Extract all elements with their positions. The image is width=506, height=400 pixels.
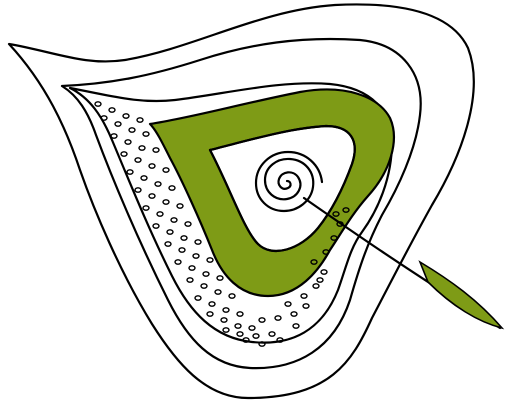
texture-dot [137,118,143,122]
texture-dot [217,276,223,280]
texture-dot [207,258,213,262]
texture-dot [143,206,149,210]
texture-dot [221,318,227,322]
texture-dot [163,200,169,204]
texture-dot [153,148,159,152]
texture-dot [143,132,149,136]
texture-dot [317,278,323,282]
texture-dot [167,230,173,234]
texture-dot [149,164,155,168]
texture-dot [259,342,265,346]
texture-dot [275,316,281,320]
texture-dot [229,294,235,298]
texture-dot [259,318,265,322]
green-sliver [420,262,502,328]
texture-dot [321,270,327,274]
texture-dot [285,302,291,306]
texture-dot [181,236,187,240]
texture-dot [169,186,175,190]
texture-dot [195,296,201,300]
texture-dot [209,302,215,306]
texture-dot [115,122,121,126]
texture-dot [139,146,145,150]
texture-dot [125,140,131,144]
texture-dot [223,308,229,312]
texture-dot [291,312,297,316]
texture-dot [165,242,171,246]
texture-dot [249,326,255,330]
texture-dot [179,248,185,252]
texture-dot [203,272,209,276]
texture-dot [207,312,213,316]
green-layer [150,90,394,296]
texture-dot [201,284,207,288]
texture-dot [157,212,163,216]
texture-dot [155,182,161,186]
texture-dot [95,102,101,106]
texture-dot [121,152,127,156]
texture-dot [135,158,141,162]
texture-dot [235,324,241,328]
texture-dot [177,204,183,208]
texture-dot [195,240,201,244]
texture-dot [171,218,177,222]
texture-dot [301,294,307,298]
texture-dot [153,224,159,228]
texture-dot [189,266,195,270]
texture-dot [313,284,319,288]
texture-dot [109,108,115,112]
texture-dot [111,134,117,138]
texture-dot [149,194,155,198]
texture-dot [303,304,309,308]
texture-dot [123,114,129,118]
texture-dot [127,170,133,174]
texture-dot [185,222,191,226]
texture-dot [253,334,259,338]
texture-dot [135,188,141,192]
texture-dot [237,312,243,316]
texture-dot [215,290,221,294]
texture-dot [269,332,275,336]
texture-dot [293,324,299,328]
texture-dot [175,260,181,264]
middle-layer-outline [62,39,421,368]
outer-layer-outline [9,4,474,398]
texture-dot [237,332,243,336]
texture-dot [163,168,169,172]
texture-dot [129,128,135,132]
texture-dot [141,176,147,180]
texture-dot [193,254,199,258]
texture-dot [223,328,229,332]
texture-dot [187,278,193,282]
spiral-core [256,152,322,211]
